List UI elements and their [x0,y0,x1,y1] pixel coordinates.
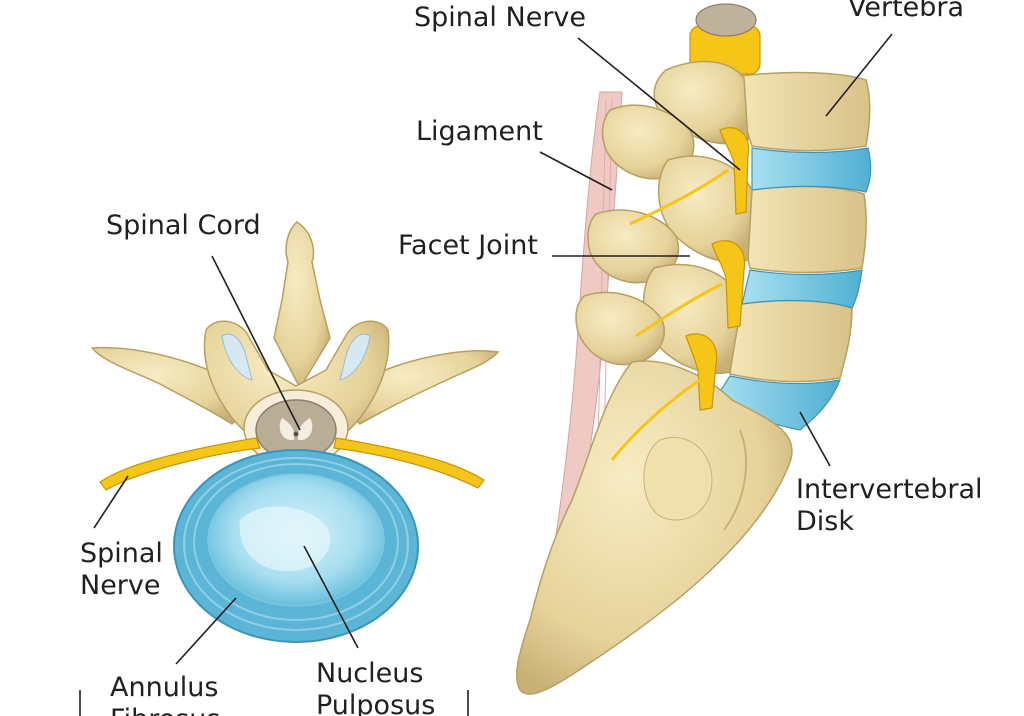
label-spinal-cord: Spinal Cord [106,210,261,241]
cross-section-vertebra [90,221,500,643]
label-spinal-nerve-left: Spinal Nerve [80,538,163,602]
left-spinal-nerve [99,437,261,491]
right-spinal-nerve [333,437,485,489]
vertebral-body-2 [745,185,867,274]
intervertebral-disk-section [173,449,419,643]
sacrum [516,360,793,695]
label-intervertebral-disk: Intervertebral Disk [796,474,983,538]
label-annulus-line2: Fibrosus [110,704,220,716]
vertebral-body-1 [739,71,871,152]
spinal-cord-section [255,399,337,461]
label-nucleus-line2: Pulposus [316,690,436,716]
leader-lines [79,33,893,716]
label-intervertebral-disk-line2: Disk [796,506,854,537]
label-nucleus: Nucleus Pulposus [316,658,435,716]
lateral-spine [516,3,872,695]
label-annulus-line1: Annulus [110,672,219,703]
vertebral-body-3 [729,299,853,383]
disk-1 [751,147,872,193]
label-annulus: Annulus Fibrosus [110,672,220,716]
label-spinal-nerve-left-line2: Nerve [80,570,161,601]
label-spinal-nerve-top: Spinal Nerve [414,2,587,33]
label-spinal-nerve-left-line1: Spinal [80,538,163,569]
disk-2 [741,269,863,309]
label-vertebra: Vertebra [848,0,965,23]
spinous-process [273,221,331,390]
label-ligament: Ligament [416,116,543,147]
label-intervertebral-disk-line1: Intervertebral [796,474,983,505]
label-facet-joint: Facet Joint [398,230,538,261]
label-nucleus-line1: Nucleus [316,658,424,689]
